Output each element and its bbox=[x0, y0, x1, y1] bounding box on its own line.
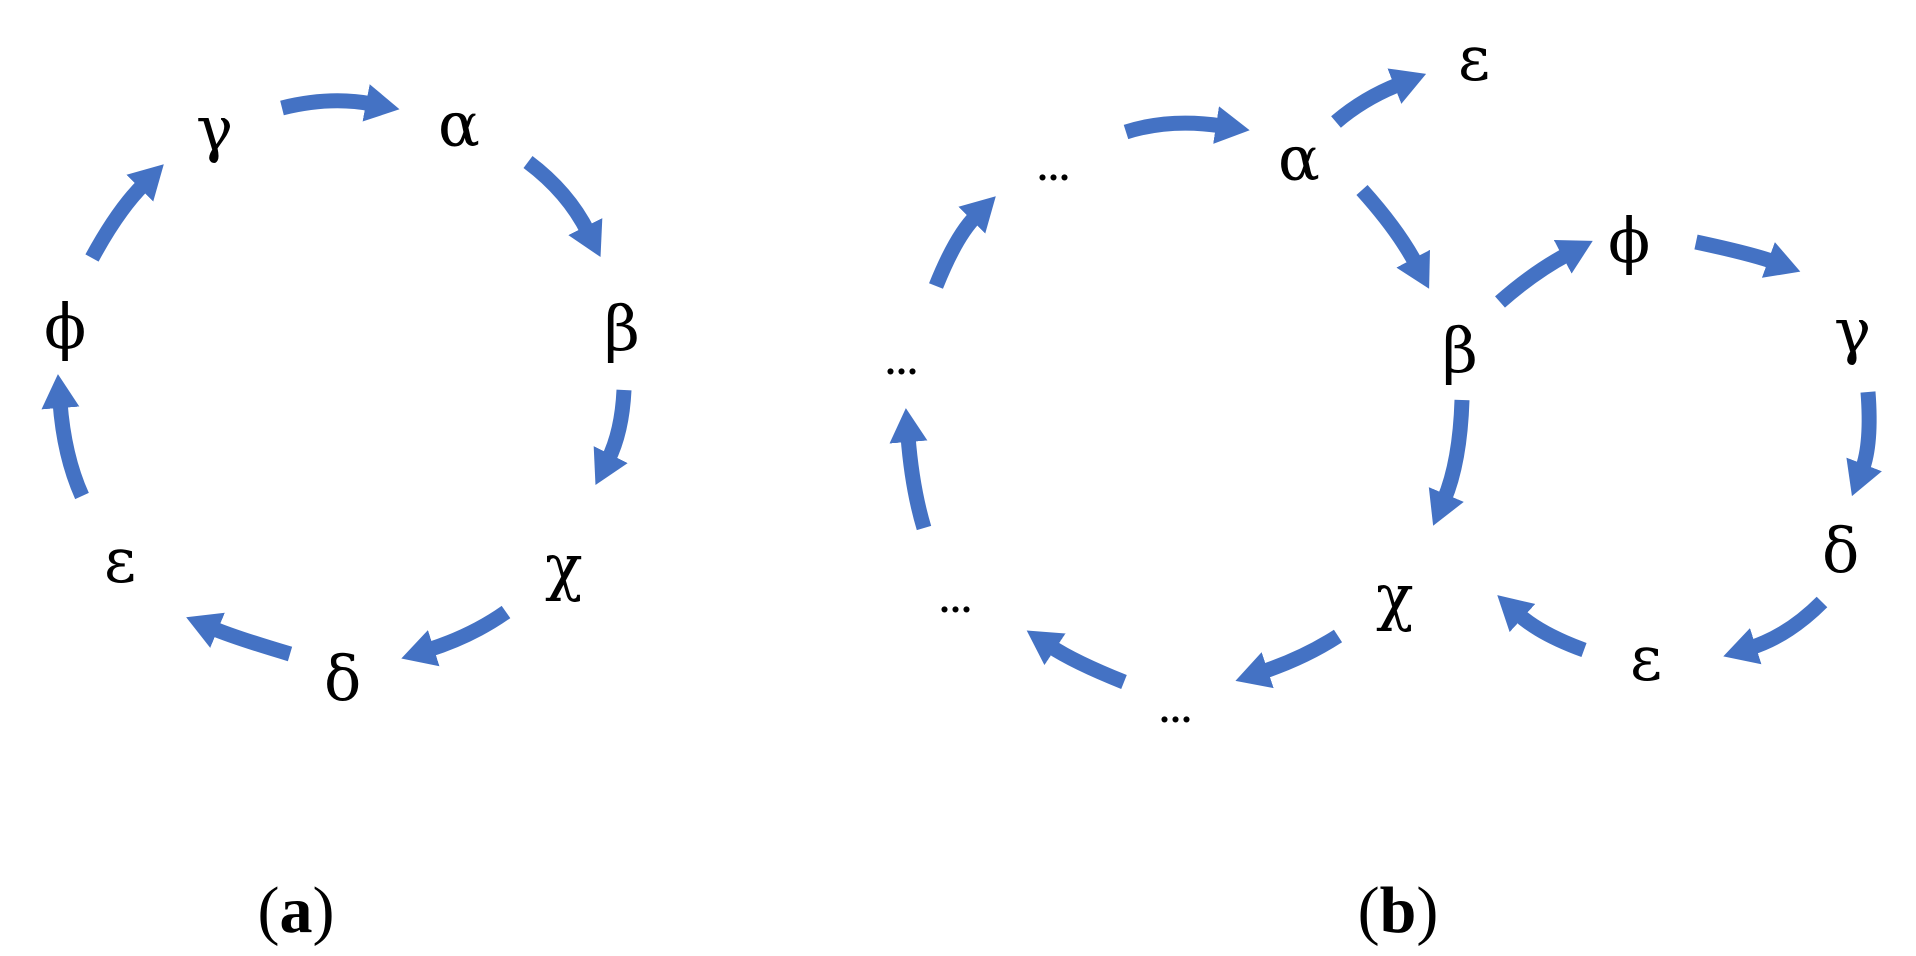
arrow-beta-to-chi bbox=[593, 389, 632, 486]
node-b-epsilon-right: ε bbox=[1630, 622, 1662, 695]
arrow-gamma-to-delta bbox=[1846, 391, 1882, 497]
node-b-ellipsis-top: ... bbox=[1036, 135, 1069, 192]
node-a-delta: δ bbox=[324, 642, 361, 715]
arrow-delta-to-epsilon bbox=[186, 612, 293, 662]
node-a-chi: χ bbox=[545, 530, 583, 603]
arrow-ellipsis-bottom-to-ellipsis-lower-left bbox=[1026, 630, 1127, 689]
arrow-chi-to-delta bbox=[401, 605, 511, 667]
arrow-beta-to-phi bbox=[1495, 240, 1593, 308]
arrow-chi-to-ellipsis-bottom bbox=[1235, 629, 1343, 689]
panel-b: ... α ε β χ ... ... ... ϕ γ δ ε (b) bbox=[884, 22, 1882, 947]
panel-a: γ α β χ δ ε ϕ (a) bbox=[41, 84, 640, 947]
arrow-alpha-to-beta bbox=[1356, 184, 1430, 289]
node-b-delta: δ bbox=[1822, 514, 1859, 587]
panel-a-label-close: ) bbox=[313, 874, 335, 947]
node-b-ellipsis-lower-left: ... bbox=[938, 567, 971, 624]
arrow-phi-to-gamma bbox=[1694, 234, 1801, 278]
node-b-ellipsis-left: ... bbox=[884, 329, 917, 386]
node-a-phi: ϕ bbox=[44, 290, 86, 363]
panel-b-arrows bbox=[889, 68, 1882, 689]
arrow-alpha-to-beta bbox=[523, 156, 603, 258]
arrow-alpha-to-epsilon-top bbox=[1331, 68, 1427, 128]
arrow-delta-to-epsilon-right bbox=[1723, 596, 1828, 665]
arrow-ellipsis-top-to-alpha bbox=[1123, 106, 1250, 144]
arrow-epsilon-right-to-chi bbox=[1497, 595, 1587, 658]
arrow-beta-to-chi bbox=[1428, 399, 1470, 526]
panel-a-label: (a) bbox=[258, 874, 335, 947]
panel-b-label-close: ) bbox=[1416, 874, 1438, 947]
arrow-ellipsis-lower-left-to-ellipsis-left bbox=[889, 408, 932, 531]
arrow-ellipsis-left-to-ellipsis-top bbox=[929, 196, 996, 289]
node-b-chi: χ bbox=[1376, 560, 1414, 633]
panel-b-label-open: ( bbox=[1358, 874, 1380, 947]
node-a-gamma: γ bbox=[196, 92, 233, 165]
arrow-gamma-to-alpha bbox=[280, 84, 400, 122]
node-a-alpha: α bbox=[438, 88, 480, 161]
arrow-phi-to-gamma bbox=[85, 164, 164, 262]
node-b-phi: ϕ bbox=[1608, 204, 1650, 277]
panel-b-label: (b) bbox=[1358, 874, 1439, 947]
node-b-beta: β bbox=[1442, 314, 1478, 387]
node-b-epsilon-top: ε bbox=[1458, 22, 1490, 95]
panel-a-nodes: γ α β χ δ ε ϕ bbox=[44, 88, 640, 715]
arrow-epsilon-to-phi bbox=[41, 374, 89, 500]
panel-a-label-letter: a bbox=[280, 874, 313, 947]
node-a-beta: β bbox=[604, 292, 640, 365]
panel-a-label-open: ( bbox=[258, 874, 280, 947]
node-b-ellipsis-bottom: ... bbox=[1158, 677, 1191, 734]
node-b-gamma: γ bbox=[1834, 294, 1871, 367]
panel-b-label-letter: b bbox=[1380, 874, 1417, 947]
panel-b-nodes: ... α ε β χ ... ... ... ϕ γ δ ε bbox=[884, 22, 1871, 734]
node-b-alpha: α bbox=[1278, 122, 1320, 195]
node-a-epsilon: ε bbox=[104, 524, 136, 597]
panel-a-arrows bbox=[41, 84, 632, 667]
